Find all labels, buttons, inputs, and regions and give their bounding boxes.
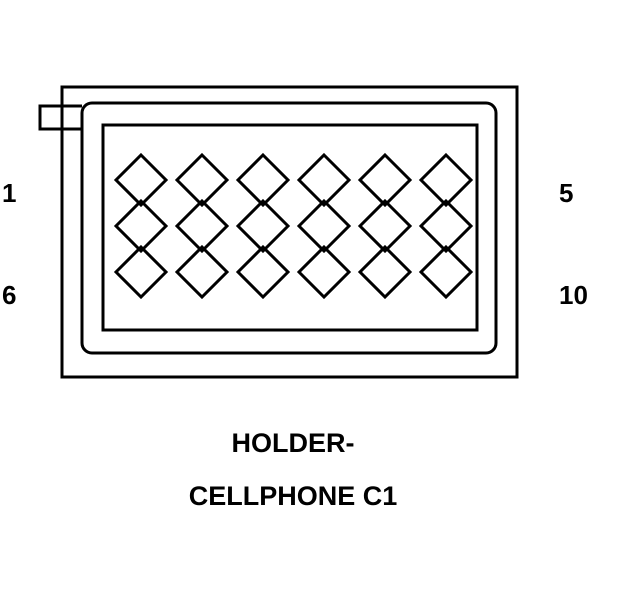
terminal-cavity-13 (113, 244, 169, 300)
terminal-cavity-12 (418, 198, 474, 254)
terminal-cavity-11 (357, 198, 413, 254)
connector-inner-shroud (80, 101, 498, 355)
terminal-cavity-6 (418, 152, 474, 208)
terminal-cavity-5 (357, 152, 413, 208)
pin-label-5: 5 (559, 178, 573, 208)
terminal-cavity-18 (418, 244, 474, 300)
pin-label-6: 6 (2, 280, 16, 310)
terminal-cavity-2 (174, 152, 230, 208)
connector-outer-housing (60, 85, 519, 379)
terminal-cavity-14 (174, 244, 230, 300)
pin-label-1: 1 (2, 178, 16, 208)
terminal-cavity-7 (113, 198, 169, 254)
terminal-cavity-4 (296, 152, 352, 208)
terminal-cavity-15 (235, 244, 291, 300)
terminal-cavity-9 (235, 198, 291, 254)
terminal-cavity-16 (296, 244, 352, 300)
terminal-cavity-3 (235, 152, 291, 208)
connector-cavity-face (101, 123, 479, 332)
connector-caption-line1: HOLDER- (232, 428, 355, 458)
terminal-cavity-grid (113, 152, 474, 300)
terminal-cavity-10 (296, 198, 352, 254)
connector-caption-line2: CELLPHONE C1 (189, 481, 398, 511)
pin-label-10: 10 (559, 280, 588, 310)
terminal-cavity-17 (357, 244, 413, 300)
connector-lock-tab (38, 104, 82, 131)
terminal-cavity-8 (174, 198, 230, 254)
terminal-cavity-1 (113, 152, 169, 208)
